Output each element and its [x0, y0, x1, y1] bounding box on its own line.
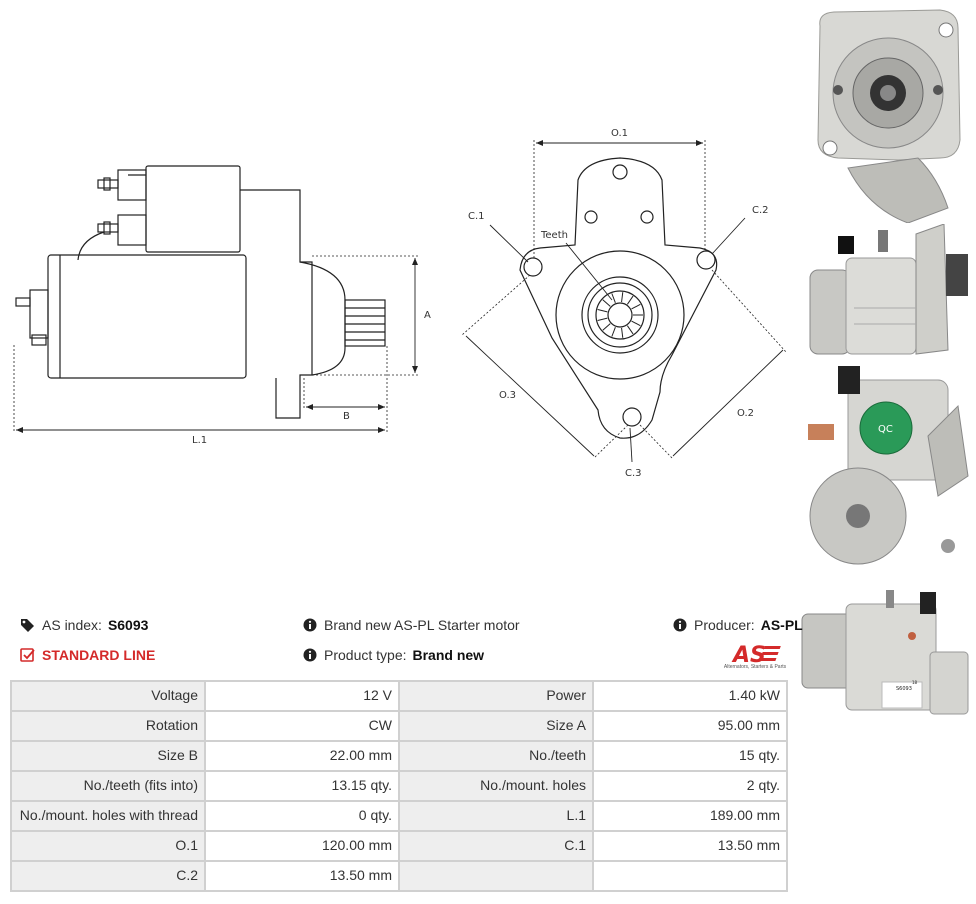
- spec-label: Rotation: [12, 712, 204, 740]
- info-icon: [303, 648, 317, 662]
- spec-label: L.1: [400, 802, 592, 830]
- side-view-drawing: A B L.1: [13, 165, 431, 446]
- pinion-tooth: [597, 309, 608, 313]
- teeth-label: Teeth: [540, 230, 568, 241]
- as-index-label: AS index:: [42, 617, 102, 633]
- spec-label: Size B: [12, 742, 204, 770]
- spec-label: No./mount. holes: [400, 772, 592, 800]
- spec-label: C.1: [400, 832, 592, 860]
- spec-label: No./teeth (fits into): [12, 772, 204, 800]
- info-icon: [673, 618, 687, 632]
- sticker-text: S6093: [896, 686, 912, 692]
- dim-c1-label: C.1: [468, 211, 485, 222]
- spec-value: [594, 862, 786, 890]
- check-square-icon: [20, 648, 35, 662]
- spec-value: CW: [206, 712, 398, 740]
- as-index-value: S6093: [107, 617, 149, 633]
- dim-o3-label: O.3: [499, 390, 516, 401]
- photo-label[interactable]: S6093 18: [800, 586, 972, 718]
- producer: Producer: AS-PL: [672, 617, 803, 633]
- spec-value: 13.50 mm: [206, 862, 398, 890]
- dim-a-label: A: [424, 310, 431, 321]
- producer-label: Producer:: [694, 617, 755, 633]
- spec-value: 95.00 mm: [594, 712, 786, 740]
- pinion-tooth: [631, 303, 641, 310]
- spec-value: 13.50 mm: [594, 832, 786, 860]
- photo-qc-top[interactable]: QC: [808, 366, 972, 578]
- dim-l1-label: L.1: [192, 435, 207, 446]
- standard-line-label: STANDARD LINE: [42, 647, 156, 663]
- product-type: Product type: Brand new: [302, 647, 484, 663]
- spec-label: O.1: [12, 832, 204, 860]
- front-view-drawing: O.1 C.1 C.2 Teeth O.3 O.2 C.3: [461, 128, 787, 479]
- dim-o1-label: O.1: [611, 128, 628, 139]
- description: Brand new AS-PL Starter motor: [302, 617, 520, 633]
- logo-tagline: Alternators, Starters & Parts: [723, 664, 787, 670]
- tags-icon: [21, 619, 34, 632]
- logo-brand: AS: [731, 643, 766, 668]
- pinion-tooth: [621, 292, 624, 303]
- spec-row: No./teeth (fits into)13.15 qty.No./mount…: [12, 772, 786, 800]
- spec-label: C.2: [12, 862, 204, 890]
- spec-value: 12 V: [206, 682, 398, 710]
- pinion-tooth: [631, 320, 641, 327]
- spec-value: 22.00 mm: [206, 742, 398, 770]
- dim-c2-label: C.2: [752, 205, 769, 216]
- spec-label: Power: [400, 682, 592, 710]
- standard-line: STANDARD LINE: [20, 647, 155, 663]
- product-type-label: Product type:: [324, 647, 407, 663]
- producer-value: AS-PL: [760, 617, 803, 633]
- pinion-tooth: [597, 317, 608, 321]
- info-icon: [303, 618, 317, 632]
- spec-label: No./teeth: [400, 742, 592, 770]
- sticker-num: 18: [912, 680, 918, 685]
- spec-value: 2 qty.: [594, 772, 786, 800]
- photo-side[interactable]: [808, 224, 972, 356]
- pinion-tooth: [621, 327, 624, 338]
- qc-badge-text: QC: [878, 424, 893, 435]
- pinion-tooth: [626, 295, 634, 305]
- spec-value: 0 qty.: [206, 802, 398, 830]
- spec-value: 120.00 mm: [206, 832, 398, 860]
- as-pl-logo: AS: [731, 643, 781, 668]
- spec-value: 13.15 qty.: [206, 772, 398, 800]
- as-index: AS index: S6093: [20, 617, 148, 633]
- pinion-tooth: [602, 323, 611, 331]
- dim-c3-label: C.3: [625, 468, 642, 479]
- product-type-value: Brand new: [412, 647, 485, 663]
- pinion-tooth: [626, 325, 634, 335]
- spec-label: Size A: [400, 712, 592, 740]
- description-text: Brand new AS-PL Starter motor: [324, 617, 520, 633]
- pinion-tooth: [602, 299, 611, 307]
- spec-label: No./mount. holes with thread: [12, 802, 204, 830]
- spec-value: 189.00 mm: [594, 802, 786, 830]
- spec-label: [400, 862, 592, 890]
- dim-b-label: B: [343, 411, 350, 422]
- spec-value: 15 qty.: [594, 742, 786, 770]
- dim-o2-label: O.2: [737, 408, 754, 419]
- spec-label: Voltage: [12, 682, 204, 710]
- pinion-tooth: [611, 293, 616, 304]
- photo-front[interactable]: [808, 8, 968, 223]
- spec-value: 1.40 kW: [594, 682, 786, 710]
- pinion-tooth: [611, 326, 616, 337]
